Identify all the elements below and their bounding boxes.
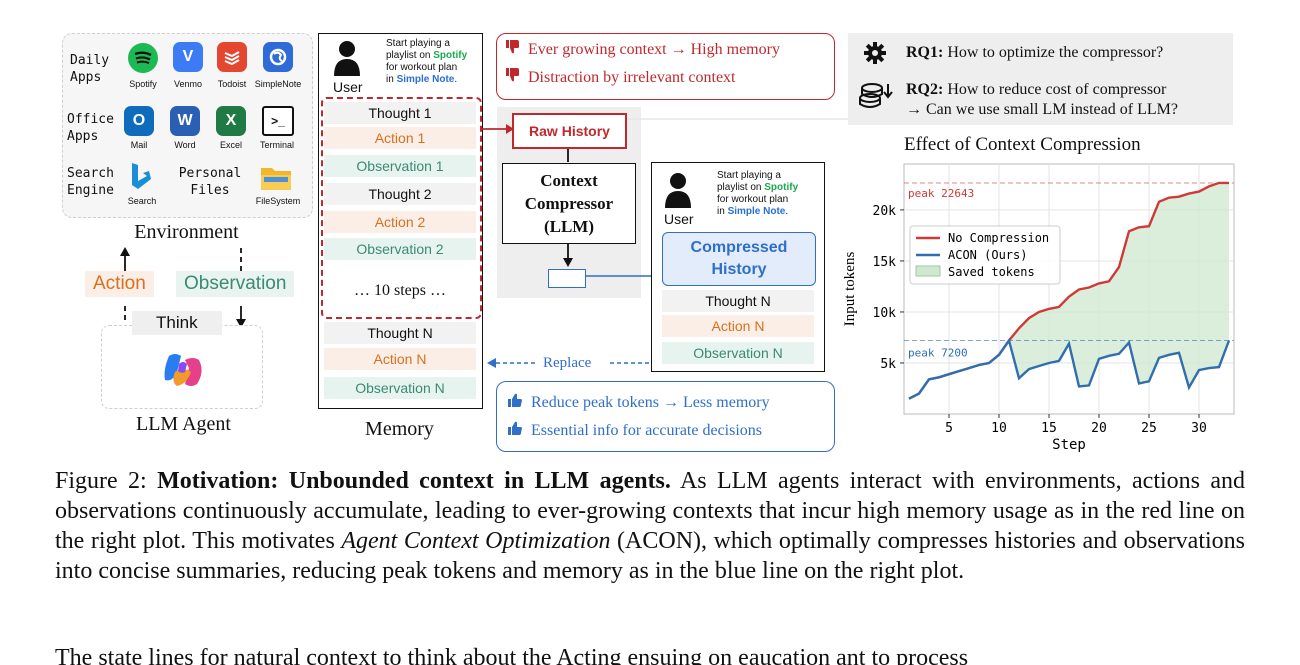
replace-label: Replace: [543, 355, 592, 371]
figure-caption: Figure 2: Motivation: Unbounded context …: [55, 468, 1246, 584]
word-label: Word: [174, 140, 196, 150]
agent-arrows: [120, 247, 246, 328]
search-label: Search: [127, 196, 157, 206]
daily-apps-label: Daily Apps: [70, 53, 110, 85]
simplenote-label: SimpleNote: [254, 79, 302, 89]
con-item-2: Distraction by irrelevant context: [506, 68, 735, 87]
con-item-1: Ever growing context → High memory: [506, 40, 780, 59]
peak-acon-label: peak 7200: [908, 347, 968, 360]
x-tick-label: 5: [945, 421, 953, 436]
legend-no-compression: No Compression: [948, 231, 1049, 245]
terminal-icon: >_: [262, 106, 294, 136]
todoist-icon: [217, 42, 247, 72]
thumbs-up-icon: [508, 421, 523, 440]
memory-thought-n: Thought N: [324, 322, 476, 344]
context-compressor-box: Context Compressor (LLM): [502, 163, 636, 244]
mail-label: Mail: [130, 140, 148, 150]
spotify-icon: [128, 43, 158, 73]
compressed-observation-n: Observation N: [662, 342, 814, 364]
office-apps-label: Office Apps: [67, 112, 114, 144]
user-icon: [333, 40, 361, 81]
folder-icon: [260, 163, 292, 196]
user-task-text: Start playing a playlist on Spotify for …: [386, 38, 468, 85]
context-compression-chart: peak 22643 peak 7200 5 10 15 20 25 30 5k 10k 15…: [842, 163, 1235, 453]
rq2-text: RQ2: How to reduce cost of compressor → …: [906, 81, 1178, 118]
user-label-2: User: [664, 211, 694, 227]
y-tick-label: 15k: [873, 255, 897, 270]
compressed-action-n: Action N: [662, 315, 814, 337]
memory-history-region: [321, 97, 482, 319]
user-label: User: [333, 79, 363, 95]
memory-thought-1: Thought 1: [324, 102, 476, 124]
x-axis-label: Step: [1052, 437, 1086, 453]
x-tick-label: 10: [991, 421, 1007, 436]
chart-legend: No Compression ACON (Ours) Saved tokens: [909, 225, 1061, 285]
llm-agent-title: LLM Agent: [136, 413, 231, 435]
bing-search-icon: [129, 161, 153, 196]
cons-box: [496, 33, 835, 100]
memory-thought-2: Thought 2: [324, 183, 476, 205]
think-label: Think: [132, 311, 222, 335]
compressed-output-rect: [548, 269, 586, 288]
todoist-label: Todoist: [217, 79, 247, 89]
legend-acon: ACON (Ours): [948, 248, 1027, 262]
venmo-icon: V: [173, 42, 203, 72]
compressed-history-box: Compressed History: [662, 232, 816, 286]
compressed-thought-n: Thought N: [662, 290, 814, 312]
copilot-logo-icon: [161, 350, 205, 395]
next-paragraph-cut: The state lines for natural context to t…: [55, 645, 969, 665]
thumbs-up-icon: [508, 393, 523, 412]
memory-ellipsis: … 10 steps …: [354, 282, 446, 299]
memory-action-1: Action 1: [324, 127, 476, 149]
x-tick-label: 20: [1091, 421, 1107, 436]
mail-icon: O: [124, 106, 154, 136]
saved-tokens-area: [909, 182, 1229, 399]
thumbs-down-icon: [506, 68, 520, 87]
coins-icon: [858, 80, 900, 119]
word-icon: W: [170, 106, 200, 136]
user-icon-2: [664, 172, 692, 213]
personal-files-label: Personal Files: [178, 166, 242, 198]
y-axis-label: Input tokens: [842, 252, 858, 327]
y-tick-label: 5k: [880, 357, 896, 372]
x-tick-label: 30: [1191, 421, 1207, 436]
gear-icon: [864, 42, 886, 69]
memory-action-2: Action 2: [324, 211, 476, 233]
filesystem-label: FileSystem: [255, 196, 301, 206]
venmo-label: Venmo: [173, 79, 203, 89]
memory-observation-n: Observation N: [324, 377, 476, 399]
observation-label: Observation: [176, 271, 295, 297]
thumbs-down-icon: [506, 40, 520, 59]
environment-title: Environment: [134, 221, 239, 243]
memory-title: Memory: [365, 418, 434, 440]
user-task-text-2: Start playing a playlist on Spotify for …: [717, 170, 799, 217]
memory-observation-2: Observation 2: [324, 238, 476, 260]
peak-no-compression-label: peak 22643: [908, 187, 974, 200]
terminal-label: Terminal: [259, 140, 294, 150]
memory-observation-1: Observation 1: [324, 155, 476, 177]
legend-saved-tokens: Saved tokens: [948, 265, 1035, 279]
excel-label: Excel: [219, 140, 242, 150]
x-tick-label: 25: [1141, 421, 1157, 436]
spotify-label: Spotify: [129, 79, 157, 89]
research-questions-panel: [848, 33, 1233, 125]
chart-title: Effect of Context Compression: [904, 134, 1141, 155]
action-label: Action: [85, 271, 154, 297]
pros-box: [496, 381, 835, 452]
pro-item-2: Essential info for accurate decisions: [508, 421, 762, 440]
search-engine-label: Search Engine: [67, 166, 114, 198]
excel-icon: X: [216, 106, 246, 136]
acon-line: [908, 337, 1231, 400]
x-tick-label: 15: [1041, 421, 1057, 436]
y-tick-label: 20k: [873, 204, 897, 219]
pro-item-1: Reduce peak tokens → Less memory: [508, 393, 770, 412]
raw-history-box: Raw History: [512, 113, 627, 149]
simplenote-icon: [263, 42, 293, 72]
rq1-text: RQ1: How to optimize the compressor?: [906, 44, 1164, 61]
y-tick-label: 10k: [873, 306, 897, 321]
memory-action-n: Action N: [324, 348, 476, 370]
